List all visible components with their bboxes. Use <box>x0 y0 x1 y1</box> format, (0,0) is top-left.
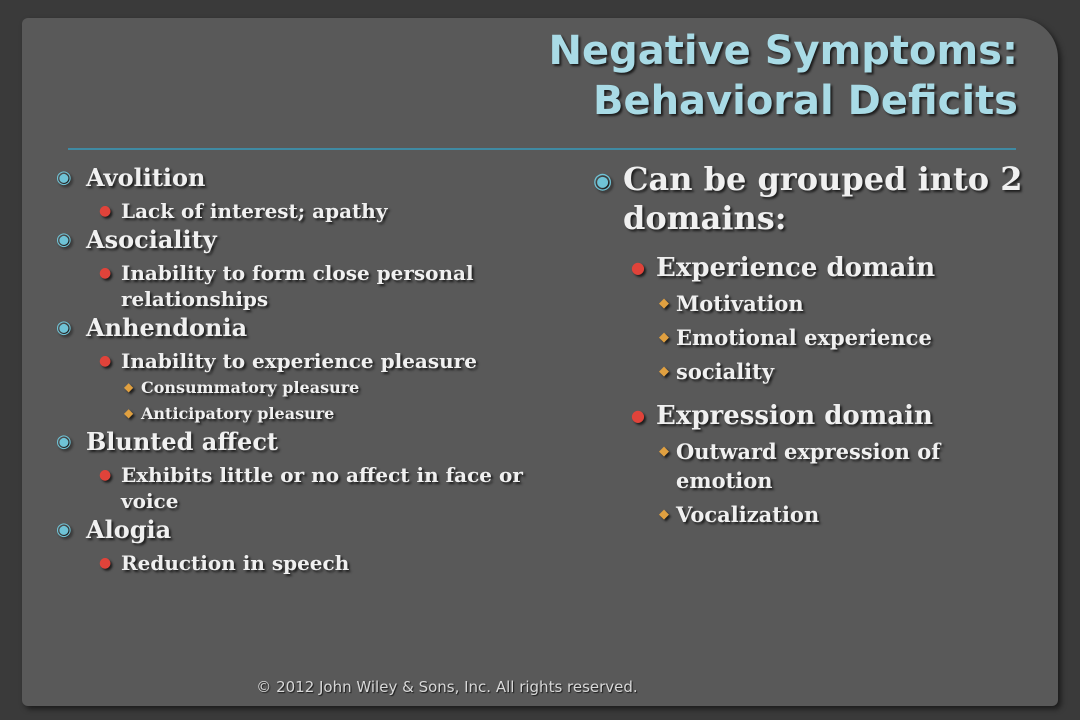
bullet-grouped-domains: ◉ Can be grouped into 2 domains: <box>593 160 1023 238</box>
bullet-asociality: ◉ Asociality <box>56 226 556 254</box>
circled-dot-icon: ◉ <box>593 168 613 194</box>
sub-sub-bullet-label: sociality <box>676 359 775 384</box>
sub-bullet-experience-domain: ● Experience domain <box>593 252 1023 284</box>
bullet-label: Blunted affect <box>86 427 279 456</box>
bullet-label: Avolition <box>86 163 206 192</box>
small-diamond-bullet-icon: ◆ <box>124 406 134 420</box>
sub-sub-bullet: ◆ Consummatory pleasure <box>56 375 556 400</box>
sub-bullet-label: Lack of interest; apathy <box>121 199 388 223</box>
slide-title: Negative Symptoms: Behavioral Deficits <box>258 26 1018 126</box>
sub-bullet-label: Inability to form close personal relatio… <box>121 261 474 311</box>
circled-dot-icon: ◉ <box>56 431 72 452</box>
sub-bullet: ● Lack of interest; apathy <box>56 198 556 224</box>
sub-sub-bullet: ◆ sociality <box>593 357 1023 386</box>
sub-bullet: ● Inability to experience pleasure <box>56 348 556 374</box>
sub-bullet-label: Reduction in speech <box>121 551 350 575</box>
bullet-blunted-affect: ◉ Blunted affect <box>56 428 556 456</box>
sub-bullet-expression-domain: ● Expression domain <box>593 400 1023 432</box>
slide-panel <box>22 18 1058 706</box>
round-bullet-icon: ● <box>631 406 645 425</box>
circled-dot-icon: ◉ <box>56 229 72 250</box>
sub-sub-bullet-label: Outward expression of emotion <box>676 439 941 493</box>
sub-bullet-label: Expression domain <box>656 401 933 431</box>
sub-bullet-label: Exhibits little or no affect in face or … <box>121 463 523 513</box>
circled-dot-icon: ◉ <box>56 519 72 540</box>
circled-dot-icon: ◉ <box>56 167 72 188</box>
small-diamond-bullet-icon: ◆ <box>659 364 669 379</box>
small-diamond-bullet-icon: ◆ <box>124 380 134 394</box>
copyright-text: © 2012 John Wiley & Sons, Inc. All right… <box>256 678 638 696</box>
round-bullet-icon: ● <box>99 353 112 369</box>
round-bullet-icon: ● <box>99 203 112 219</box>
bullet-label: Can be grouped into 2 domains: <box>623 160 1023 237</box>
bullet-label: Alogia <box>86 515 172 544</box>
sub-sub-bullet-label: Consummatory pleasure <box>141 378 360 397</box>
small-diamond-bullet-icon: ◆ <box>659 330 669 345</box>
left-column: ◉ Avolition ● Lack of interest; apathy ◉ As… <box>56 162 556 576</box>
round-bullet-icon: ● <box>99 555 112 571</box>
round-bullet-icon: ● <box>99 265 112 281</box>
round-bullet-icon: ● <box>99 467 112 483</box>
sub-bullet: ● Inability to form close personal relati… <box>56 260 556 312</box>
bullet-alogia: ◉ Alogia <box>56 516 556 544</box>
sub-bullet-label: Inability to experience pleasure <box>121 349 477 373</box>
slide-title-line-2: Behavioral Deficits <box>592 78 1018 124</box>
small-diamond-bullet-icon: ◆ <box>659 444 669 459</box>
circled-dot-icon: ◉ <box>56 317 72 338</box>
title-divider <box>68 148 1016 150</box>
small-diamond-bullet-icon: ◆ <box>659 296 669 311</box>
sub-sub-bullet-label: Emotional experience <box>676 325 932 350</box>
bullet-label: Asociality <box>86 225 217 254</box>
copyright-footer: © 2012 John Wiley & Sons, Inc. All right… <box>0 678 1080 696</box>
sub-sub-bullet-label: Anticipatory pleasure <box>141 404 335 423</box>
small-diamond-bullet-icon: ◆ <box>659 507 669 522</box>
slide-title-line-1: Negative Symptoms: <box>548 28 1018 74</box>
bullet-anhendonia: ◉ Anhendonia <box>56 314 556 342</box>
sub-sub-bullet: ◆ Vocalization <box>593 500 1023 529</box>
bullet-avolition: ◉ Avolition <box>56 164 556 192</box>
sub-bullet-label: Experience domain <box>656 253 936 283</box>
sub-sub-bullet: ◆ Emotional experience <box>593 323 1023 352</box>
round-bullet-icon: ● <box>631 258 645 277</box>
sub-sub-bullet-label: Motivation <box>676 291 804 316</box>
right-column: ◉ Can be grouped into 2 domains: ● Experie… <box>593 160 1023 529</box>
sub-bullet: ● Exhibits little or no affect in face or… <box>56 462 556 514</box>
sub-sub-bullet: ◆ Outward expression of emotion <box>593 437 1023 495</box>
sub-sub-bullet: ◆ Motivation <box>593 289 1023 318</box>
sub-sub-bullet-label: Vocalization <box>676 502 820 527</box>
bullet-label: Anhendonia <box>86 313 248 342</box>
sub-bullet: ● Reduction in speech <box>56 550 556 576</box>
sub-sub-bullet: ◆ Anticipatory pleasure <box>56 401 556 426</box>
